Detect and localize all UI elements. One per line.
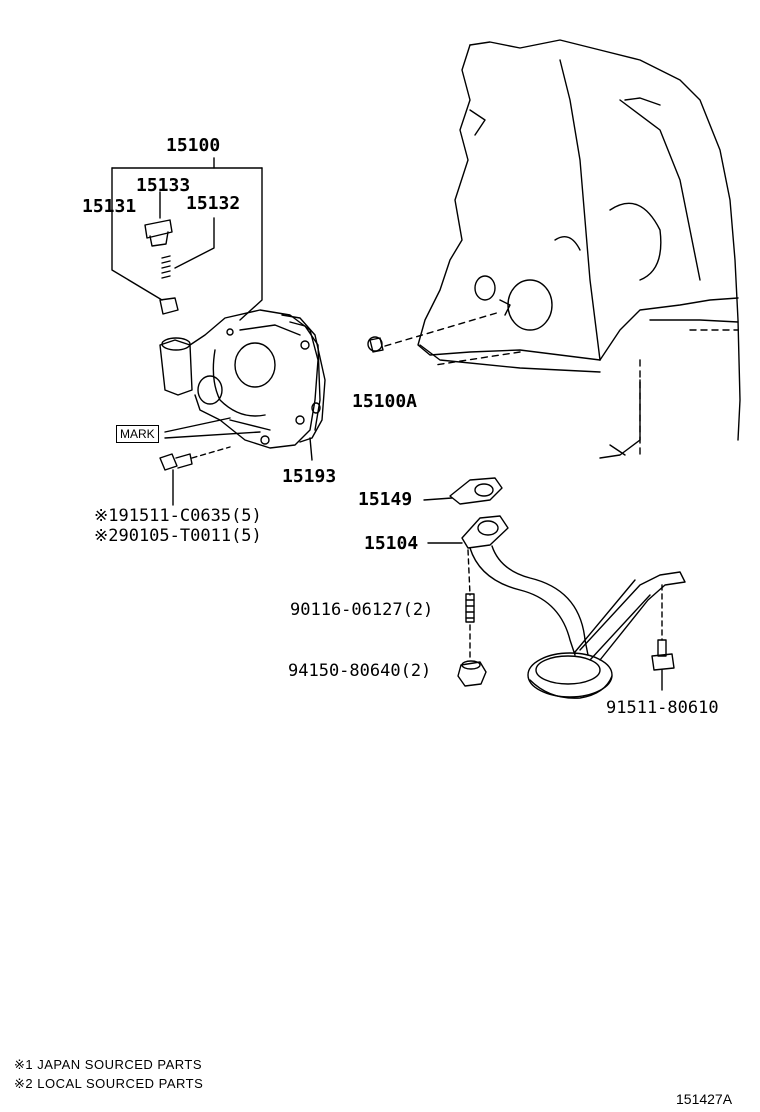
mark-callout: MARK [116,425,159,443]
relief-valve-parts-illustration [144,219,179,315]
label-91511-C0635[interactable]: ※191511-C0635(5) [94,506,262,526]
label-15104[interactable]: 15104 [364,533,419,554]
plug-15100A-illustration [367,311,501,353]
note-local-sourced: ※2 LOCAL SOURCED PARTS [14,1076,204,1091]
label-91511-80610[interactable]: 91511-80610 [606,698,719,718]
bolt-91511-80610-illustration [651,584,675,691]
label-90105-T0011[interactable]: ※290105-T0011(5) [94,526,262,546]
mark-leader-line-2 [164,431,261,439]
gasket-15193-illustration [281,314,326,461]
oil-strainer-15104-illustration [427,515,686,699]
label-15100A[interactable]: 15100A [352,391,418,412]
label-94150-80640[interactable]: 94150-80640(2) [288,661,432,681]
gasket-15149-illustration [423,477,503,505]
label-15132[interactable]: 15132 [186,193,241,214]
label-90116-06127[interactable]: 90116-06127(2) [290,600,434,620]
note-japan-sourced: ※1 JAPAN SOURCED PARTS [14,1057,203,1072]
mark-leader-line [164,417,231,433]
nut-94150-80640-illustration [457,660,487,687]
label-15133[interactable]: 15133 [136,175,191,196]
label-15149[interactable]: 15149 [358,489,413,510]
label-15131[interactable]: 15131 [82,196,137,217]
figure-number: 151427A [676,1091,733,1107]
bolt-91511-C0635-illustration [159,446,231,506]
label-15193[interactable]: 15193 [282,466,337,487]
label-15100[interactable]: 15100 [166,135,221,156]
oil-pump-illustration [159,309,319,449]
stud-90116-06127-illustration [465,593,475,661]
engine-block-illustration [417,39,741,459]
